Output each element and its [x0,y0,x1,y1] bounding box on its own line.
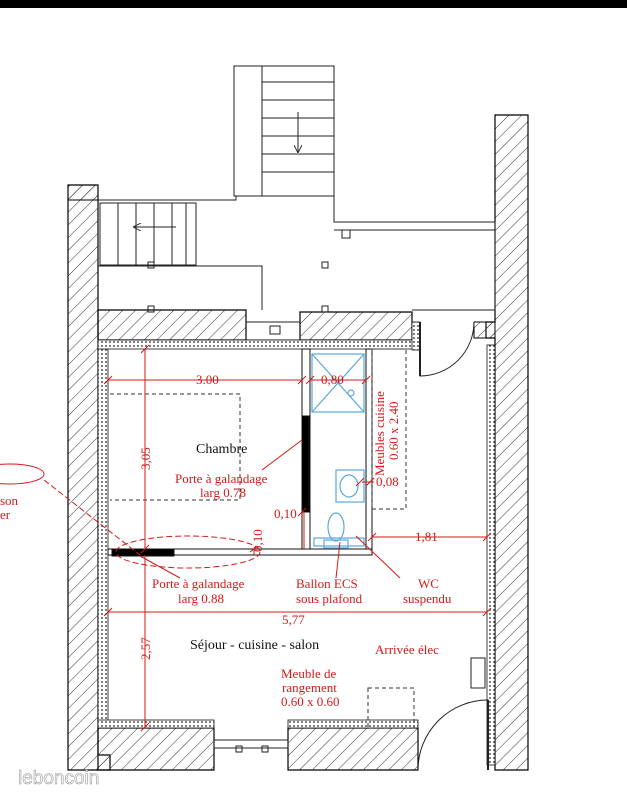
wc-bowl [327,512,345,542]
doors [213,321,489,771]
shower-tray [311,353,365,413]
top-wall-right [299,311,413,341]
stair-wall-left [67,184,99,201]
dim-wall-gap-3: 0,10 [250,529,265,552]
highlight-ellipse-door [115,535,261,569]
electric-box [470,657,486,689]
top-black-bar [0,0,627,8]
note-wc-1: WC [418,576,439,591]
note-door-sejour-2: larg 0.88 [178,591,224,606]
top-wall-left [97,309,247,341]
staircase-lower [99,202,197,266]
wc-bowl-tank [313,537,365,547]
kitchen-furniture-outline [110,348,415,729]
dimension-lines [43,344,492,732]
room-label-chambre: Chambre [196,442,247,457]
dim-chambre-height: 3,05 [138,447,153,470]
note-kitchen-furniture-2: 0.60 x 2.40 [386,402,401,461]
highlight-ellipse-left [0,463,45,485]
pillar-top-right [473,321,496,339]
note-storage-2: rangement [282,680,337,695]
dim-wall-gap-1: 0,08 [376,474,399,489]
note-boiler-2: sous plafond [296,591,363,606]
entry-door-bottom [417,699,489,771]
storage-outline [367,687,415,729]
dim-corridor-width: 1,81 [415,529,438,544]
dim-total-width: 5,77 [282,612,305,627]
bathroom-fixtures [311,353,365,549]
note-wc-2: suspendu [403,591,452,606]
note-storage-3: 0.60 x 0.60 [281,694,340,709]
dim-sejour-height: 2,57 [138,637,153,660]
note-kitchen-furniture-1: Meubles cuisine [372,391,387,476]
note-electric: Arrivée élec [375,642,439,657]
note-cut-left-1: son [0,493,19,508]
entry-door-top [419,321,475,377]
sink [335,469,365,503]
bottom-wall-left [97,727,215,771]
note-storage-1: Meuble de [281,666,336,681]
bottom-wall-right [287,727,419,771]
note-cut-left-2: er [0,507,11,522]
note-door-bedroom-2: larg 0.78 [200,485,246,500]
dim-wall-gap-2: 0,10 [274,506,297,521]
insulation-lining [97,321,496,766]
note-door-sejour-1: Porte à galandage [152,576,245,591]
dim-chambre-width: 3.00 [196,372,219,387]
note-boiler-1: Ballon ECS [296,576,358,591]
room-label-sejour: Séjour - cuisine - salon [190,638,319,653]
note-door-bedroom-1: Porte à galandage [175,471,268,486]
staircase-upper [233,65,335,197]
watermark: leboncoin [18,768,99,789]
dim-bath-width: 0,80 [321,372,344,387]
landing-outline [98,195,496,341]
